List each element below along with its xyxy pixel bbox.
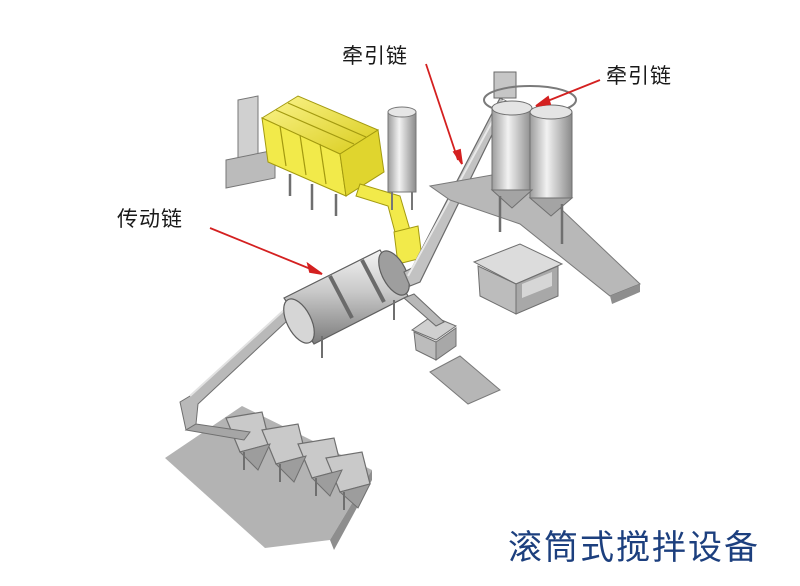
upper-traction-chain-label: 牵引链 bbox=[342, 44, 408, 68]
drive-chain-label: 传动链 bbox=[117, 207, 183, 231]
mixer-outlet-ramp bbox=[403, 293, 501, 405]
storage-silos bbox=[428, 85, 641, 304]
diagram-title: 滚筒式搅拌设备 bbox=[508, 528, 760, 568]
silo-traction-chain-label: 牵引链 bbox=[606, 64, 672, 88]
leader-lines bbox=[209, 63, 601, 275]
exhaust-stack bbox=[387, 106, 417, 210]
baghouse-filter bbox=[225, 95, 423, 265]
cold-feed-bins bbox=[165, 406, 372, 550]
rotary-drum bbox=[283, 249, 410, 358]
control-room bbox=[472, 243, 564, 315]
feed-belt-conveyor bbox=[179, 299, 304, 441]
